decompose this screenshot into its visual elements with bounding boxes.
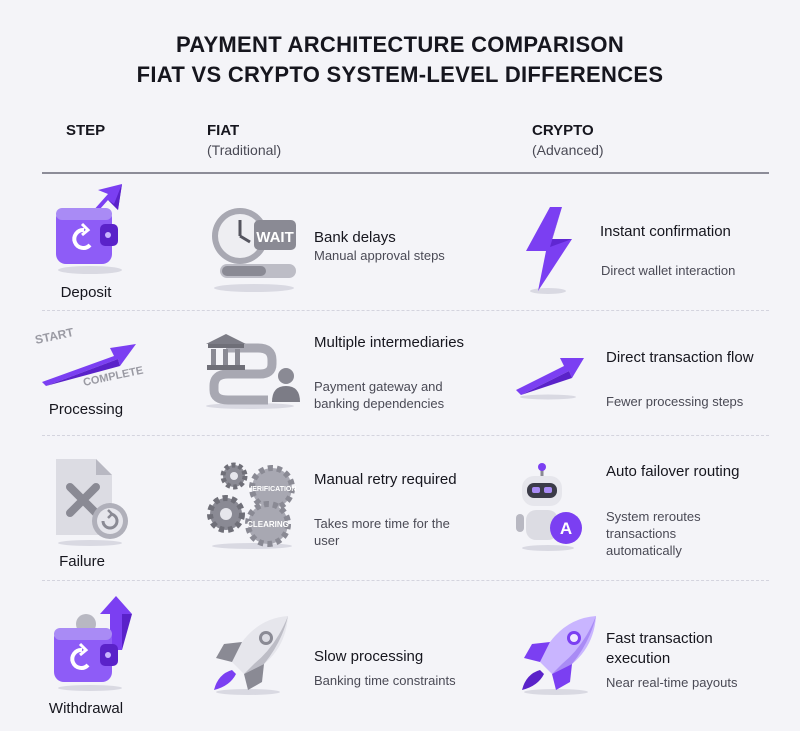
row-divider <box>42 435 769 436</box>
fiat-desc-failure: Takes more time for the user <box>314 516 450 548</box>
start-label: START <box>34 328 76 347</box>
rocket-gray-icon <box>208 612 294 701</box>
step-label-withdrawal: Withdrawal <box>48 700 124 717</box>
column-subheader-crypto: (Advanced) <box>532 142 604 158</box>
column-header-fiat: FIAT <box>207 122 240 139</box>
crypto-desc-withdrawal: Near real-time payouts <box>606 675 738 690</box>
gears-verification-clearing-icon: VERIFICATION CLEARING <box>204 462 300 555</box>
fiat-desc-deposit: Manual approval steps <box>314 248 445 263</box>
fiat-title-processing: Multiple intermediaries <box>314 334 465 351</box>
crypto-title-withdrawal: Fast transaction execution <box>606 630 713 667</box>
crypto-desc-failure: System reroutes transactions automatical… <box>606 509 701 558</box>
fiat-title-failure: Manual retry required <box>314 471 457 488</box>
direct-arrow-icon <box>512 352 588 405</box>
robot-badge-letter: A <box>560 519 572 538</box>
fiat-title-deposit: Bank delays <box>314 229 396 246</box>
wallet-arrow-up-icon <box>48 178 133 281</box>
row-divider <box>42 310 769 311</box>
crypto-desc-processing: Fewer processing steps <box>606 394 744 409</box>
column-header-step: STEP <box>66 122 106 139</box>
fiat-desc-withdrawal: Banking time constraints <box>314 673 456 688</box>
bank-intermediaries-icon <box>198 330 302 415</box>
header-divider <box>42 172 769 174</box>
row-divider <box>42 580 769 581</box>
title-line-2: FIAT VS CRYPTO SYSTEM-LEVEL DIFFERENCES <box>136 62 664 87</box>
column-subheader-fiat: (Traditional) <box>207 142 282 158</box>
step-label-deposit: Deposit <box>60 284 112 301</box>
fiat-title-withdrawal: Slow processing <box>314 648 424 665</box>
column-header-crypto: CRYPTO <box>532 122 594 139</box>
lightning-bolt-icon <box>520 205 580 300</box>
wait-sign-text: WAIT <box>256 229 294 246</box>
crypto-title-failure: Auto failover routing <box>606 463 740 480</box>
wallet-arrow-up-withdrawal-icon <box>48 594 133 697</box>
robot-failover-icon: A <box>512 462 588 557</box>
start-complete-arrow-icon: START COMPLETE <box>34 325 145 395</box>
step-label-failure: Failure <box>59 553 105 570</box>
clock-wait-icon: WAIT <box>206 200 301 297</box>
page-title: PAYMENT ARCHITECTURE COMPARISON FIAT VS … <box>0 30 800 90</box>
crypto-title-processing: Direct transaction flow <box>606 349 754 366</box>
title-line-1: PAYMENT ARCHITECTURE COMPARISON <box>175 32 625 57</box>
failed-document-retry-icon <box>50 455 132 552</box>
crypto-title-deposit: Instant confirmation <box>600 223 731 240</box>
step-label-processing: Processing <box>48 401 124 418</box>
fiat-desc-processing: Payment gateway and banking dependencies <box>314 379 445 411</box>
verification-label: VERIFICATION <box>248 486 297 493</box>
crypto-desc-deposit: Direct wallet interaction <box>601 263 736 278</box>
clearing-label: CLEARING <box>247 520 289 529</box>
rocket-purple-icon <box>516 612 602 701</box>
